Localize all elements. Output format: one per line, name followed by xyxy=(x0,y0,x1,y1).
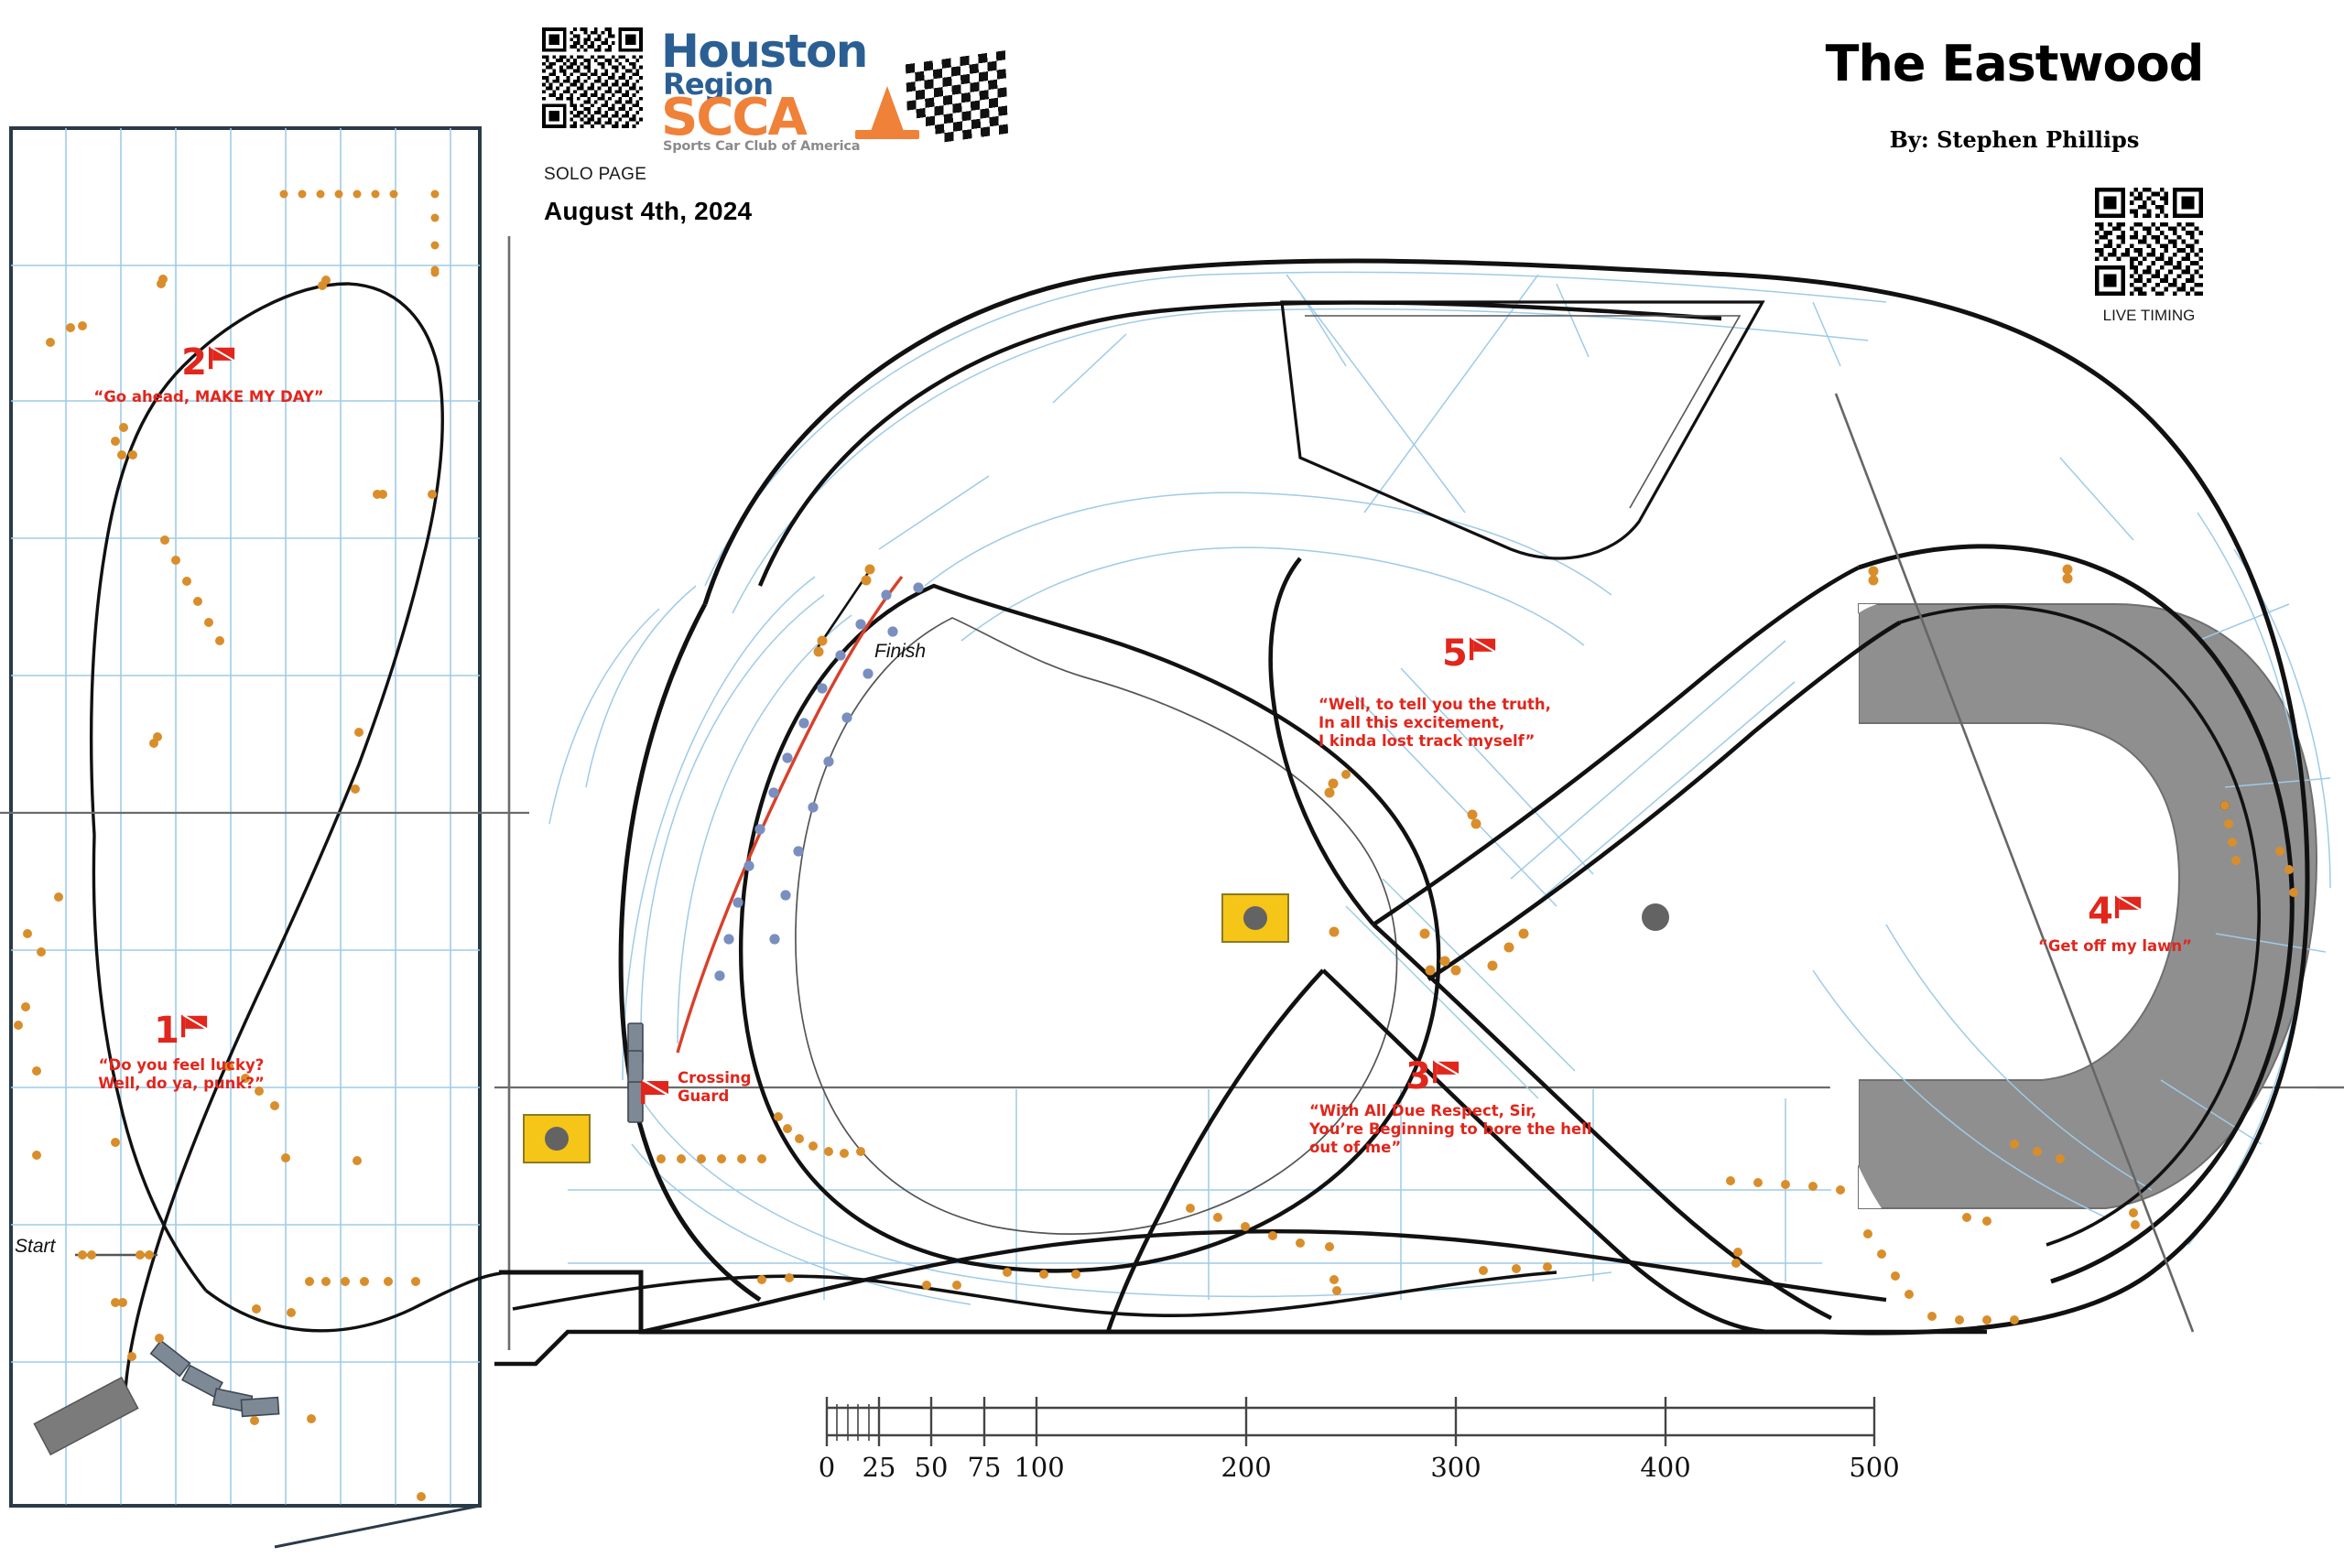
scale-tick-75: 75 xyxy=(967,1452,1002,1483)
cones-main-track xyxy=(657,564,2298,1325)
track-x-lane-nw xyxy=(1268,557,1375,926)
worker-station-west[interactable] xyxy=(1221,893,1289,943)
marker-number: 5 xyxy=(1442,633,1468,675)
approach-marker-dots xyxy=(714,582,924,981)
marker-quote: “Go ahead, MAKE MY DAY” xyxy=(93,388,324,406)
scale-tick-100: 100 xyxy=(1014,1452,1065,1483)
paddock-lower-boundary xyxy=(11,1504,481,1549)
traffic-cone-icon xyxy=(870,86,905,134)
marker-quote: “Do you feel lucky? Well, do ya, punk?” xyxy=(98,1056,265,1092)
course-flag-icon xyxy=(2114,894,2143,919)
finish-label: Finish xyxy=(874,641,927,662)
track-south-wave xyxy=(512,1271,1557,1318)
marker-number: 4 xyxy=(2088,891,2113,933)
solo-page-label: SOLO PAGE xyxy=(544,165,647,184)
marker-number: 2 xyxy=(181,341,207,384)
logo-tagline: Sports Car Club of America xyxy=(663,139,861,154)
track-x-lane-se2 xyxy=(1321,968,1768,1335)
track-sweeper-east xyxy=(1858,544,2295,1284)
marker-number: 1 xyxy=(154,1010,179,1052)
track-loop-west-inner xyxy=(795,617,1398,1235)
logo-text-houston: Houston xyxy=(661,25,868,78)
traffic-cone-base-icon xyxy=(855,130,919,139)
checkered-flag-icon xyxy=(905,50,1009,143)
course-path-paddock-lower xyxy=(92,834,208,1292)
scale-tick-50: 50 xyxy=(914,1452,949,1483)
course-exit-connector xyxy=(204,1271,514,1333)
course-marker-2[interactable]: 2 “Go ahead, MAKE MY DAY” xyxy=(53,341,364,406)
marker-quote: “With All Due Respect, Sir, You’re Begin… xyxy=(1309,1102,1592,1156)
qr-code-solo-page-icon[interactable] xyxy=(542,27,643,128)
access-road-diagonal xyxy=(1834,393,2195,1333)
track-edge-outer-left xyxy=(618,602,762,1303)
track-loop-west xyxy=(739,583,1441,1273)
marker-number: 3 xyxy=(1405,1055,1431,1098)
crossing-guard-flag-icon xyxy=(641,1079,670,1104)
scale-bar-graphic xyxy=(825,1397,1876,1446)
racing-line-red xyxy=(676,575,904,1054)
grass-island-inner-hole xyxy=(1795,604,1882,1208)
qr-code-live-timing-icon[interactable] xyxy=(2095,188,2203,296)
worker-station-southwest[interactable] xyxy=(523,1114,591,1163)
track-x-lane-sw xyxy=(1105,968,1325,1333)
live-timing-label: LIVE TIMING xyxy=(2102,307,2196,324)
course-marker-4[interactable]: 4 “Get off my lawn” xyxy=(1978,891,2252,956)
scale-tick-0: 0 xyxy=(818,1452,836,1483)
logo-text-region: Region xyxy=(663,67,774,102)
event-date: August 4th, 2024 xyxy=(544,197,753,225)
start-label: Start xyxy=(15,1236,56,1257)
track-lane-north-return xyxy=(1280,300,1765,560)
course-flag-icon xyxy=(1432,1059,1460,1084)
worker-station-center-dot xyxy=(1642,903,1669,931)
track-reference-grid xyxy=(548,271,2331,1305)
scale-tick-200: 200 xyxy=(1221,1452,1272,1483)
paddock-panel xyxy=(9,126,514,1508)
page-title: The Eastwood xyxy=(1825,35,2205,92)
course-path-paddock xyxy=(89,282,444,1392)
scale-tick-300: 300 xyxy=(1430,1452,1481,1483)
logo-text-scca: SCCA xyxy=(661,88,808,147)
main-track xyxy=(494,258,2331,1367)
staging-blocks xyxy=(149,1339,280,1418)
track-lane-northwest xyxy=(757,300,1722,587)
track-x-lane-ne xyxy=(1372,565,1861,926)
course-marker-5[interactable]: 5 “Well, to tell you the truth, In all t… xyxy=(1318,633,1685,751)
course-flag-icon xyxy=(180,1013,209,1038)
crossing-guard-barriers xyxy=(627,1022,644,1123)
track-edge-outer xyxy=(499,258,2310,1336)
course-marker-1[interactable]: 1 “Do you feel lucky? Well, do ya, punk?… xyxy=(26,1010,337,1093)
marker-quote: “Get off my lawn” xyxy=(2038,937,2192,955)
marker-quote: “Well, to tell you the truth, In all thi… xyxy=(1318,696,1551,750)
crossing-guard-label: Crossing Guard xyxy=(678,1069,752,1105)
track-south-edge-lower xyxy=(494,1329,1987,1367)
track-x-lane-ne2 xyxy=(1427,621,1902,981)
course-flag-icon xyxy=(1469,636,1497,661)
course-flag-icon xyxy=(208,345,236,370)
finish-gate xyxy=(813,564,875,657)
paddock-grid xyxy=(11,128,480,1506)
course-designer-byline: By: Stephen Phillips xyxy=(1889,126,2140,153)
track-x-lane-se xyxy=(1372,923,1833,1321)
scale-tick-500: 500 xyxy=(1849,1452,1900,1483)
start-gate xyxy=(75,1250,157,1260)
scale-bar: 0 25 50 75 100 200 300 400 500 xyxy=(818,1391,1900,1510)
scca-logo: Houston Region SCCA Sports Car Club of A… xyxy=(661,25,1009,154)
scale-tick-25: 25 xyxy=(862,1452,896,1483)
timing-trailer xyxy=(33,1376,139,1456)
cones-paddock xyxy=(14,189,440,1501)
track-lane-north-inner xyxy=(1305,315,1742,509)
header-logo-block: Houston Region SCCA Sports Car Club of A… xyxy=(542,25,1009,183)
track-south-return xyxy=(640,1228,1887,1335)
scale-tick-400: 400 xyxy=(1640,1452,1691,1483)
course-marker-3[interactable]: 3 “With All Due Respect, Sir, You’re Beg… xyxy=(1309,1055,1694,1157)
track-sweeper-east-inner xyxy=(1899,605,2261,1247)
